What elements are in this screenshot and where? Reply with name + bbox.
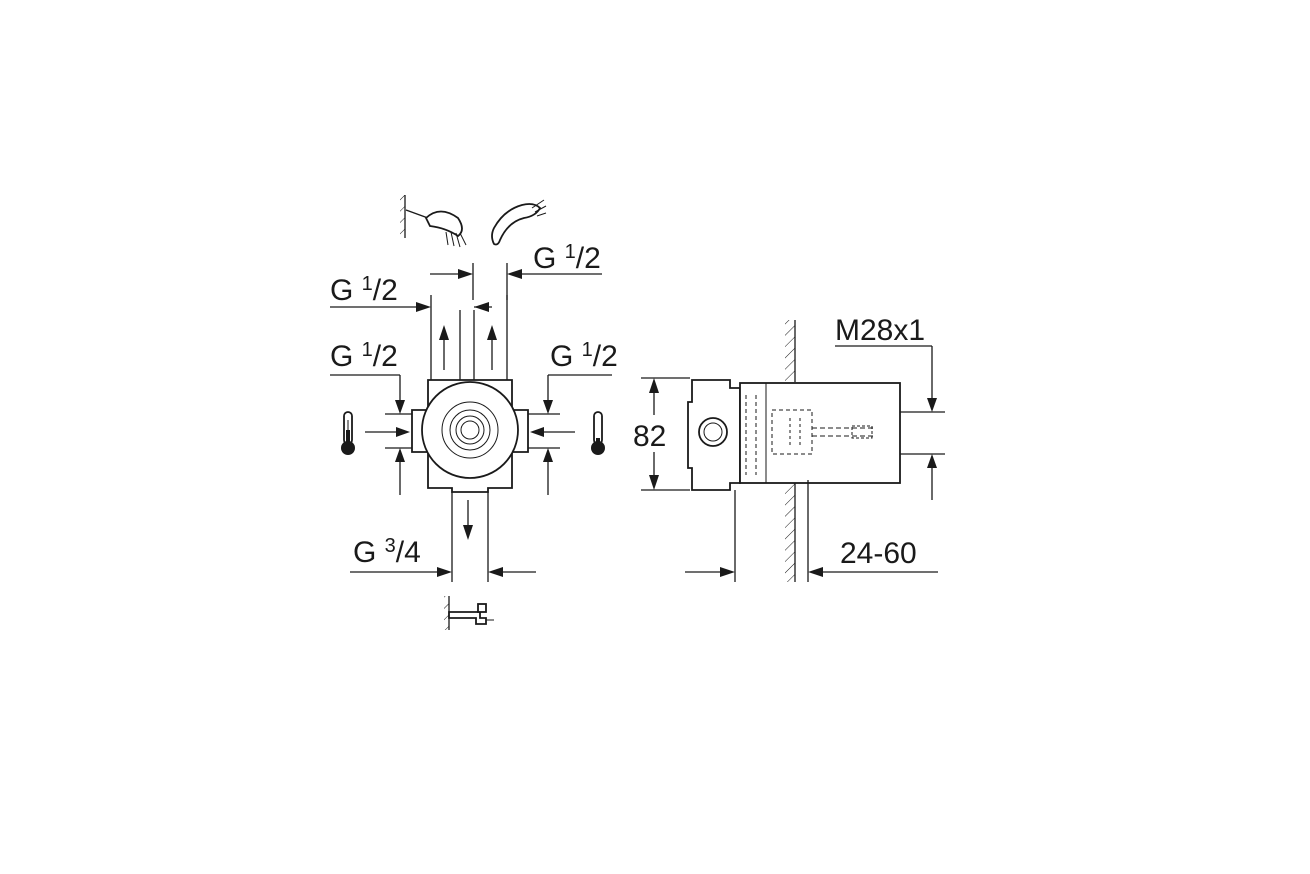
valve-body-side (687, 379, 901, 491)
dim-top-left (330, 302, 492, 312)
dim-spindle (835, 345, 945, 500)
bottom-outlet (451, 492, 489, 582)
dim-wall-depth (685, 480, 938, 582)
top-outlets (430, 295, 508, 380)
dim-bottom (350, 567, 536, 577)
bath-spout-icon (444, 596, 494, 630)
label-wall-depth: 24-60 (840, 537, 917, 570)
dim-right-inlet (528, 374, 612, 495)
label-bottom-thread: G 3/4 (353, 535, 421, 569)
dim-left-inlet (330, 374, 412, 495)
label-top-right-thread: G 1/2 (533, 241, 601, 275)
label-right-inlet-thread: G 1/2 (550, 339, 618, 373)
label-top-left-thread: G 1/2 (330, 273, 398, 307)
wall (785, 320, 796, 582)
side-view: 82 M28x1 24-60 (633, 314, 945, 582)
thermometer-cold-icon (591, 411, 605, 455)
wall-shower-head-icon (400, 195, 467, 248)
dim-height (641, 377, 690, 491)
front-view: G 1/2 G 1/2 G 1/2 G 1/2 G 3/4 (330, 195, 618, 630)
valve-body (411, 379, 529, 493)
dim-top-right (430, 263, 602, 300)
label-left-inlet-thread: G 1/2 (330, 339, 398, 373)
label-height: 82 (633, 420, 666, 453)
label-spindle-thread: M28x1 (835, 314, 925, 347)
thermometer-hot-icon (341, 411, 355, 455)
hand-shower-icon (491, 199, 547, 246)
